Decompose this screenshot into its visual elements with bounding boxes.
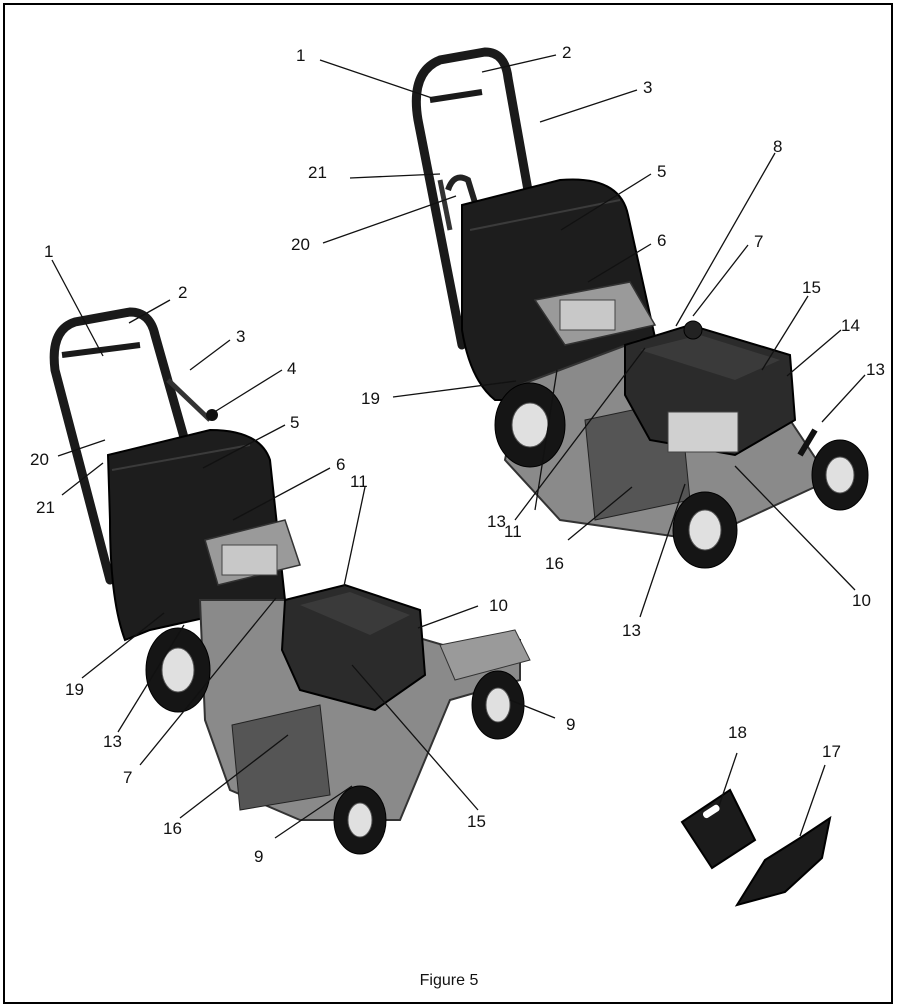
callouts-right-mower: 1 2 3 21 20 5 6 8 7 15 14 13 19 13 11 16…	[291, 43, 885, 640]
callout-left-4: 4	[287, 359, 296, 378]
callout-right-16: 16	[545, 554, 564, 573]
callout-right-6: 6	[657, 231, 666, 250]
callout-right-19: 19	[361, 389, 380, 408]
callout-right-13c: 13	[866, 360, 885, 379]
callout-right-20: 20	[291, 235, 310, 254]
left-grass-bag	[106, 428, 287, 642]
callout-right-15: 15	[802, 278, 821, 297]
callout-left-9a: 9	[566, 715, 575, 734]
figure-caption: Figure 5	[419, 972, 479, 989]
callout-18: 18	[728, 723, 747, 742]
callout-left-3: 3	[236, 327, 245, 346]
leader-lines	[51, 54, 866, 839]
callout-left-5: 5	[290, 413, 299, 432]
accessory-deflector-17	[734, 815, 832, 907]
callout-right-5: 5	[657, 162, 666, 181]
callout-right-13b: 13	[622, 621, 641, 640]
callout-right-13a: 13	[487, 512, 506, 531]
right-mower-illustration	[411, 47, 869, 569]
callout-left-21: 21	[36, 498, 55, 517]
callout-right-3: 3	[643, 78, 652, 97]
callout-right-1: 1	[296, 46, 305, 65]
callout-right-8: 8	[773, 137, 782, 156]
callout-right-2: 2	[562, 43, 571, 62]
callout-17: 17	[822, 742, 841, 761]
callout-left-16: 16	[163, 819, 182, 838]
callout-left-9b: 9	[254, 847, 263, 866]
callout-left-15: 15	[467, 812, 486, 831]
accessory-plug-18	[680, 788, 757, 870]
callout-right-11: 11	[504, 522, 522, 541]
callouts-left-mower: 1 2 3 4 20 5 21 6 11 10 19 13 9 7 16 15 …	[30, 242, 575, 866]
callout-left-7: 7	[123, 768, 132, 787]
callout-right-7: 7	[754, 232, 763, 251]
callout-left-10: 10	[489, 596, 508, 615]
callout-left-19: 19	[65, 680, 84, 699]
callouts-accessories: 18 17	[728, 723, 841, 761]
callout-left-13: 13	[103, 732, 122, 751]
callout-left-2: 2	[178, 283, 187, 302]
callout-right-14: 14	[841, 316, 860, 335]
left-mower-illustration	[49, 307, 531, 855]
callout-right-21: 21	[308, 163, 327, 182]
callout-left-20: 20	[30, 450, 49, 469]
callout-left-6: 6	[336, 455, 345, 474]
callout-left-1: 1	[44, 242, 53, 261]
callout-right-10: 10	[852, 591, 871, 610]
callout-left-11: 11	[350, 472, 368, 491]
left-handle	[49, 307, 235, 605]
